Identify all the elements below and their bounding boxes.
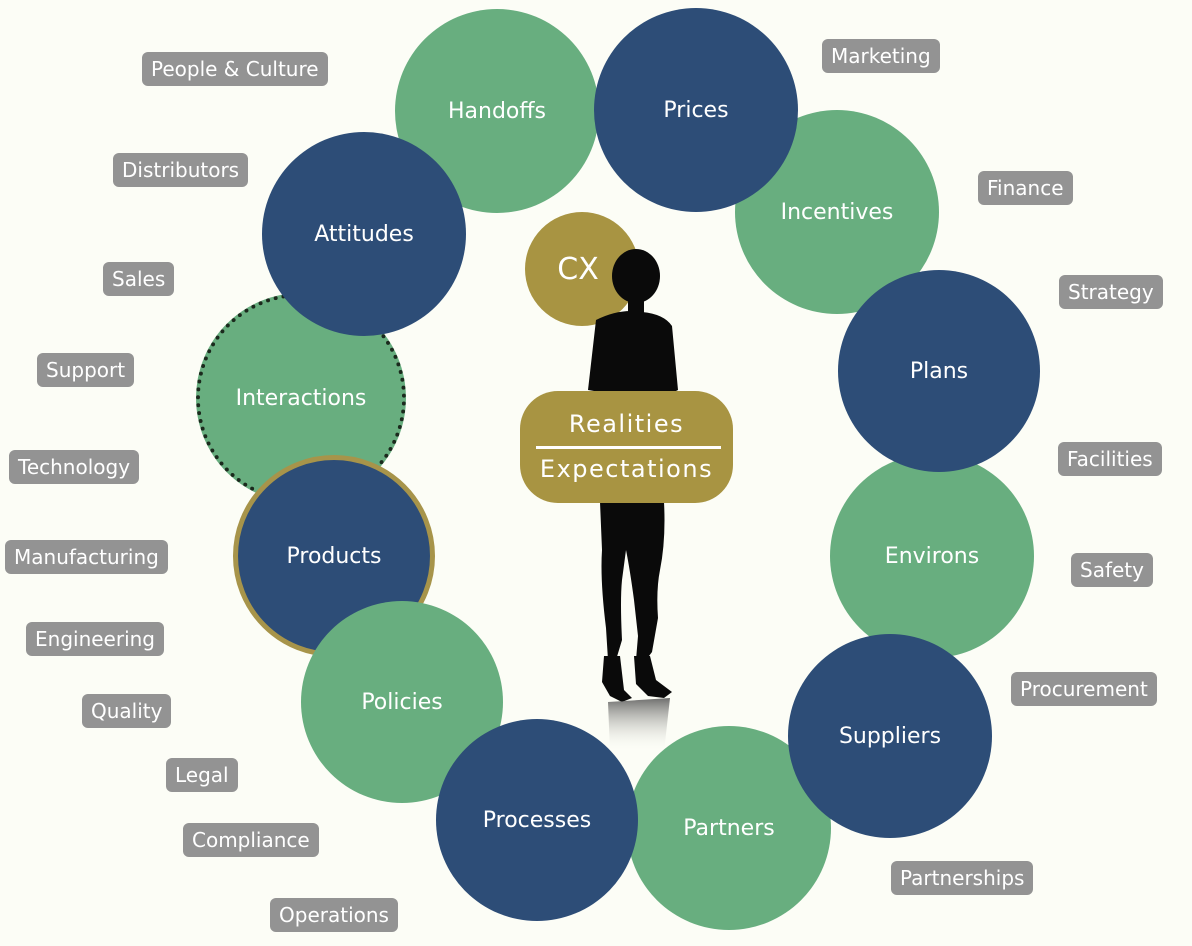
tag-manufacturing: Manufacturing <box>5 540 168 574</box>
circle-label: Policies <box>361 689 443 715</box>
circle-label: Incentives <box>780 199 894 225</box>
tag-strategy: Strategy <box>1059 275 1163 309</box>
tag-engineering: Engineering <box>26 622 164 656</box>
circle-label: Environs <box>884 543 980 569</box>
circle-plans: Plans <box>838 270 1040 472</box>
tag-finance: Finance <box>978 171 1073 205</box>
circle-partners: Partners <box>627 726 831 930</box>
tag-marketing: Marketing <box>822 39 940 73</box>
person-silhouette-icon <box>588 249 678 752</box>
circle-prices: Prices <box>594 8 798 212</box>
tag-people-culture: People & Culture <box>142 52 328 86</box>
tag-support: Support <box>37 353 135 387</box>
tag-procurement: Procurement <box>1011 672 1157 706</box>
circle-attitudes: Attitudes <box>262 132 466 336</box>
tag-compliance: Compliance <box>183 823 319 857</box>
tag-distributors: Distributors <box>113 153 249 187</box>
circle-label: Processes <box>482 807 592 833</box>
tag-facilities: Facilities <box>1058 442 1162 476</box>
tag-technology: Technology <box>9 450 140 484</box>
circle-label: Interactions <box>235 385 367 411</box>
tag-operations: Operations <box>270 898 398 932</box>
circle-label: Plans <box>909 358 969 384</box>
cx-badge-label: CX <box>557 251 599 287</box>
tag-sales: Sales <box>103 262 175 296</box>
tag-legal: Legal <box>166 758 238 792</box>
circle-label: Attitudes <box>314 221 414 247</box>
tag-safety: Safety <box>1071 553 1153 587</box>
circle-label: Handoffs <box>447 98 546 124</box>
circle-processes: Processes <box>436 719 638 921</box>
realities-label: Realities <box>568 410 685 438</box>
circle-label: Partners <box>683 815 775 841</box>
tag-partnerships: Partnerships <box>891 861 1034 895</box>
expectations-label: Expectations <box>539 455 714 483</box>
tag-quality: Quality <box>82 694 172 728</box>
realities-expectations-box: Realities Expectations <box>520 391 733 503</box>
circle-environs: Environs <box>830 454 1034 658</box>
circle-label: Products <box>286 543 382 569</box>
circle-suppliers: Suppliers <box>788 634 992 838</box>
cx-badge: CX <box>525 212 639 326</box>
circle-label: Suppliers <box>838 723 942 749</box>
divider-line <box>536 446 721 449</box>
circle-label: Prices <box>663 97 729 123</box>
